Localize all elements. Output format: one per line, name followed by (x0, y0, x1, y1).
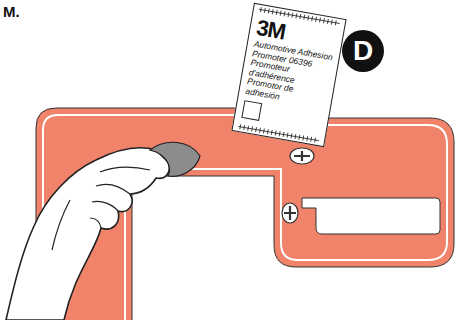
step-letter-badge: D (342, 30, 384, 72)
finger-lines (52, 167, 150, 250)
packet-text: Promotor de adhesión (245, 77, 328, 110)
step-letter: D (353, 37, 373, 65)
packet-square (242, 101, 262, 121)
hand-outline (6, 148, 169, 320)
step-label: M. (3, 3, 20, 20)
hand (6, 142, 200, 320)
screw-hole (282, 148, 314, 223)
cloth (150, 142, 200, 176)
part-slot (302, 198, 440, 234)
serrated-edge (238, 7, 340, 143)
